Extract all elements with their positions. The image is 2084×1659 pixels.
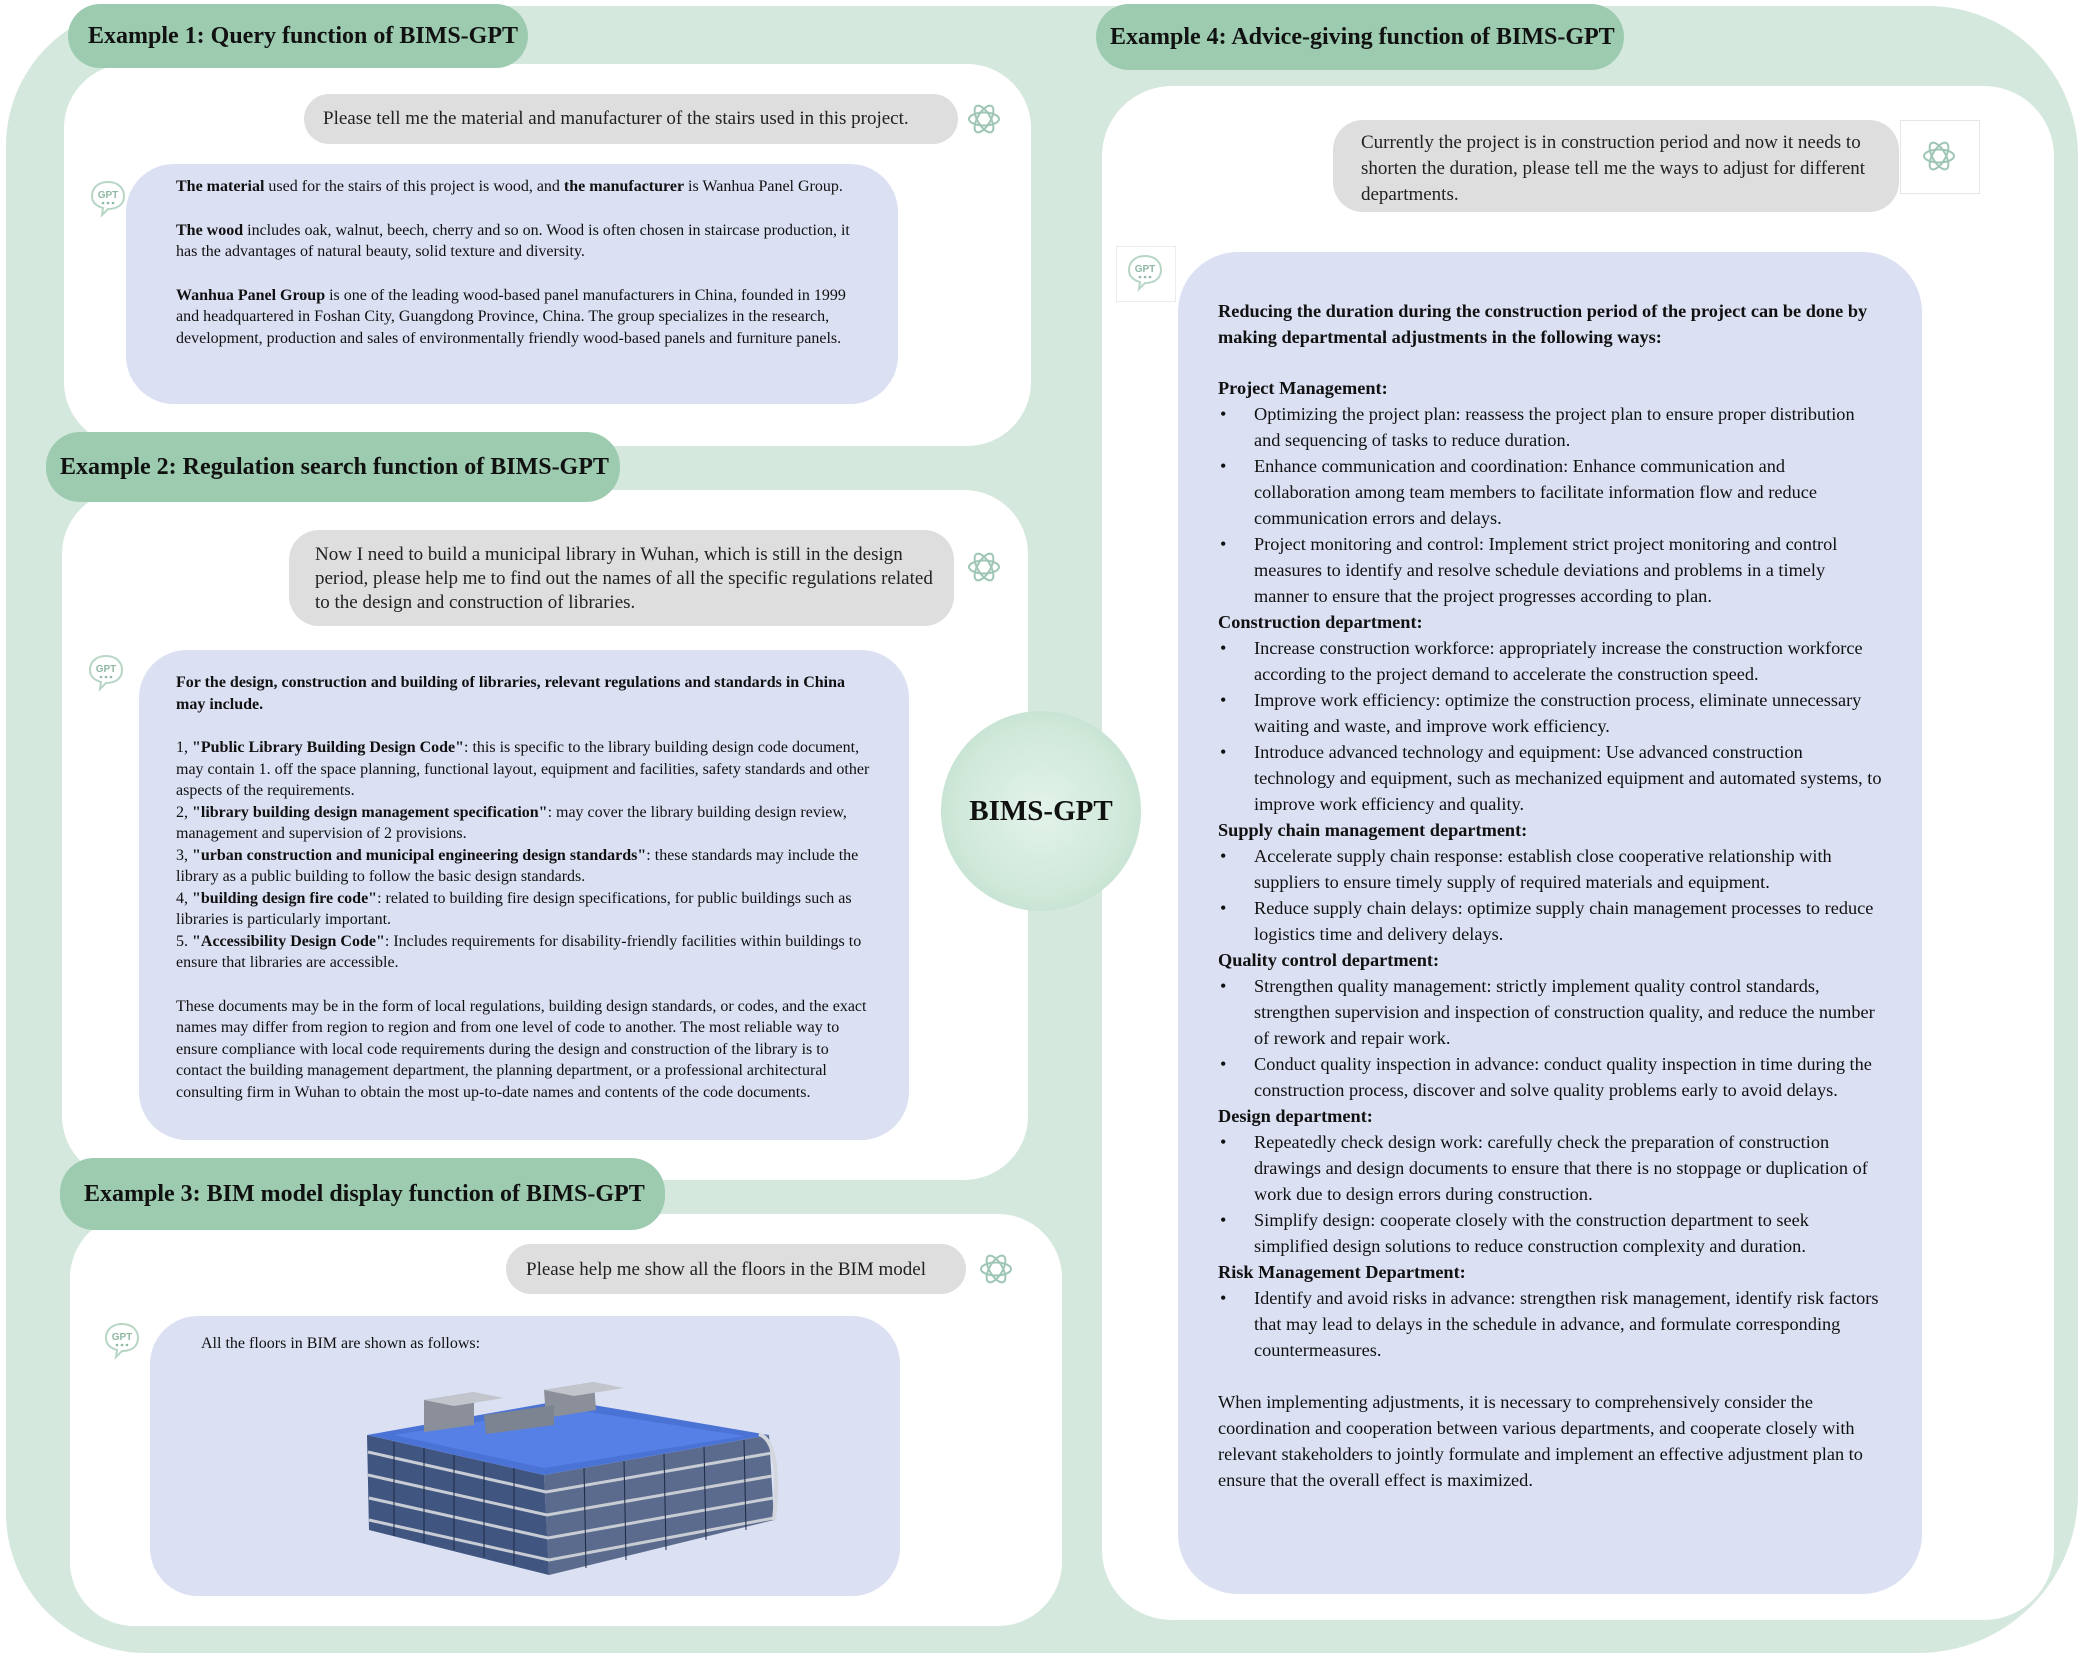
section-heading: Quality control department: — [1218, 950, 1440, 970]
gpt-chat-icon: GPT — [90, 180, 126, 218]
gpt-chat-icon: GPT — [104, 1322, 140, 1360]
bullet-item: Introduce advanced technology and equipm… — [1218, 739, 1884, 817]
regulation-name: "library building design management spec… — [192, 803, 548, 821]
bullet-item: Simplify design: cooperate closely with … — [1218, 1207, 1884, 1259]
text: is one of the leading wood-based panel m… — [176, 286, 846, 347]
svg-text:GPT: GPT — [1135, 264, 1156, 275]
gpt-chat-icon: GPT — [88, 654, 124, 692]
example-1-answer-p2: The wood includes oak, walnut, beech, ch… — [176, 220, 854, 263]
bullet-item: Repeatedly check design work: carefully … — [1218, 1129, 1884, 1207]
example-2-user-text: Now I need to build a municipal library … — [315, 544, 933, 613]
example-2-title: Example 2: Regulation search function of… — [46, 432, 620, 502]
openai-logo-icon — [968, 104, 1000, 134]
example-4-user-bubble: Currently the project is in construction… — [1333, 120, 1899, 212]
example-4-intro: Reducing the duration during the constru… — [1218, 301, 1868, 347]
example-3-answer-text: All the floors in BIM are shown as follo… — [201, 1335, 481, 1352]
item-number: 1, — [176, 739, 192, 756]
bullet-item: Increase construction workforce: appropr… — [1218, 635, 1884, 687]
department-sections: Project Management: Optimizing the proje… — [1218, 375, 1884, 1363]
example-3-user-text: Please help me show all the floors in th… — [526, 1259, 926, 1280]
example-4-title: Example 4: Advice-giving function of BIM… — [1096, 4, 1624, 70]
list-item: 1, "Public Library Building Design Code"… — [176, 737, 873, 802]
example-1-user-text: Please tell me the material and manufact… — [323, 108, 909, 129]
bold-term: the manufacturer — [563, 178, 685, 195]
bullet-item: Enhance communication and coordination: … — [1218, 453, 1884, 531]
bold-term: The material — [176, 178, 265, 195]
bullet-item: Project monitoring and control: Implemen… — [1218, 531, 1884, 609]
example-1-user-bubble: Please tell me the material and manufact… — [304, 94, 958, 144]
svg-text:GPT: GPT — [96, 664, 117, 675]
example-2-user-bubble: Now I need to build a municipal library … — [289, 530, 954, 626]
example-2-answer-bubble: For the design, construction and buildin… — [139, 650, 909, 1140]
bullet-item: Reduce supply chain delays: optimize sup… — [1218, 895, 1884, 947]
section-heading: Project Management: — [1218, 378, 1388, 398]
section-heading: Risk Management Department: — [1218, 1262, 1466, 1282]
example-4-answer-bubble: Reducing the duration during the constru… — [1178, 252, 1922, 1594]
item-number: 4, — [176, 889, 192, 907]
bold-term: The wood — [176, 221, 244, 239]
list-item: 2, "library building design management s… — [176, 802, 873, 845]
gpt-chat-icon: GPT — [1127, 254, 1163, 292]
example-1-answer-p3: Wanhua Panel Group is one of the leading… — [176, 285, 854, 350]
regulations-list: 1, "Public Library Building Design Code"… — [176, 737, 873, 974]
example-1-answer-p1: The material used for the stairs of this… — [176, 176, 854, 198]
example-4-user-text: Currently the project is in construction… — [1361, 132, 1866, 205]
openai-logo-icon — [980, 1254, 1012, 1284]
item-text: : Includes requirements for disability-f… — [176, 932, 862, 972]
list-item: 5. "Accessibility Design Code": Includes… — [176, 931, 873, 974]
example-3-title: Example 3: BIM model display function of… — [60, 1158, 665, 1230]
bim-model-image — [367, 1382, 779, 1575]
bullet-item: Strengthen quality management: strictly … — [1218, 973, 1884, 1051]
example-2-intro: For the design, construction and buildin… — [176, 674, 845, 713]
bullet-item: Optimizing the project plan: reassess th… — [1218, 401, 1884, 453]
item-number: 5. — [176, 932, 192, 950]
regulation-name: "urban construction and municipal engine… — [192, 846, 647, 864]
bullet-item: Identify and avoid risks in advance: str… — [1218, 1285, 1884, 1363]
openai-logo-icon — [968, 552, 1000, 582]
item-text: : these standards may include the librar… — [176, 846, 859, 886]
text: is Wanhua Panel Group. — [684, 178, 843, 195]
example-4-outro: When implementing adjustments, it is nec… — [1218, 1392, 1863, 1490]
item-text: : this is specific to the library buildi… — [176, 739, 870, 799]
section-heading: Design department: — [1218, 1106, 1373, 1126]
bold-term: Wanhua Panel Group — [176, 286, 326, 304]
text: used for the stairs of this project is w… — [264, 178, 564, 195]
openai-logo-icon — [1923, 141, 1955, 171]
example-1-answer-bubble: The material used for the stairs of this… — [126, 164, 898, 404]
item-text: : may cover the library building design … — [176, 803, 847, 843]
svg-text:GPT: GPT — [98, 190, 119, 201]
regulation-name: "building design fire code" — [192, 889, 378, 907]
item-text: : related to building fire design specif… — [176, 889, 852, 929]
example-1-title: Example 1: Query function of BIMS-GPT — [68, 4, 528, 68]
list-item: 4, "building design fire code": related … — [176, 888, 873, 931]
example-2-outro: These documents may be in the form of lo… — [176, 997, 867, 1101]
bims-gpt-center-node: BIMS-GPT — [941, 711, 1141, 911]
center-label: BIMS-GPT — [969, 794, 1113, 827]
section-heading: Supply chain management department: — [1218, 820, 1528, 840]
item-number: 3, — [176, 846, 192, 864]
item-number: 2, — [176, 803, 192, 821]
section-heading: Construction department: — [1218, 612, 1423, 632]
svg-text:GPT: GPT — [112, 1332, 133, 1343]
regulation-name: "Accessibility Design Code" — [192, 932, 385, 950]
text: includes oak, walnut, beech, cherry and … — [176, 221, 850, 261]
example-3-user-bubble: Please help me show all the floors in th… — [506, 1244, 966, 1294]
bullet-item: Accelerate supply chain response: establ… — [1218, 843, 1884, 895]
regulation-name: "Public Library Building Design Code" — [192, 739, 465, 756]
example-4-icon-box — [1900, 120, 1980, 194]
bullet-item: Conduct quality inspection in advance: c… — [1218, 1051, 1884, 1103]
list-item: 3, "urban construction and municipal eng… — [176, 845, 873, 888]
bullet-item: Improve work efficiency: optimize the co… — [1218, 687, 1884, 739]
